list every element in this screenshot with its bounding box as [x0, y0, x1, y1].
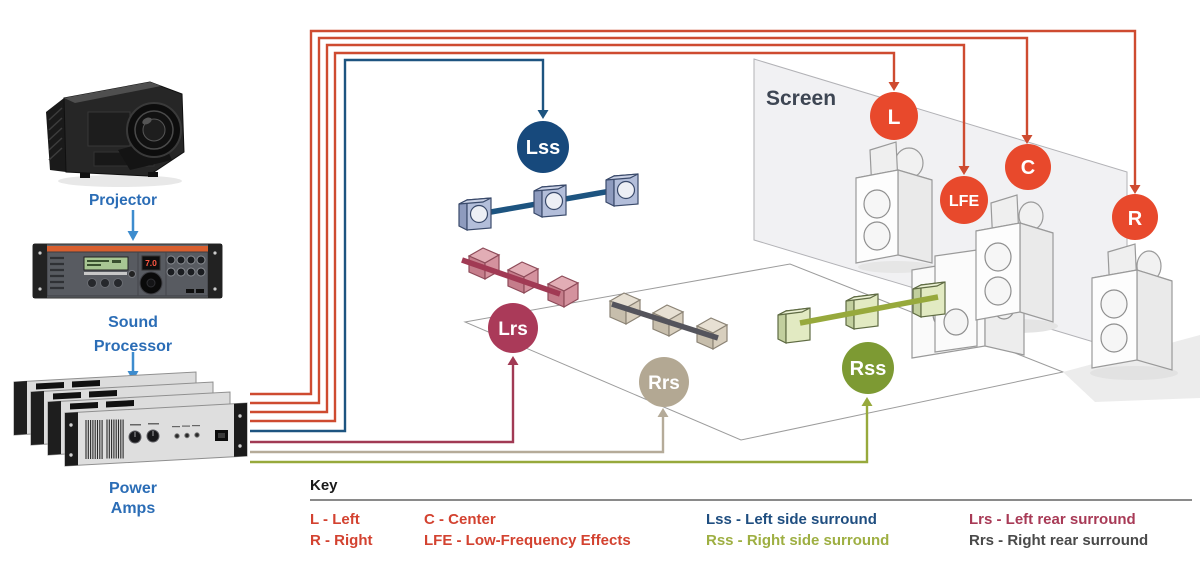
level-display — [141, 255, 161, 271]
lrs-speaker-line — [461, 257, 561, 297]
channel-badge-rrs: Rrs — [639, 357, 689, 407]
channel-badge-l: L — [870, 92, 918, 140]
driver — [863, 221, 891, 251]
driver — [1100, 289, 1128, 319]
wire-lrs-channel — [250, 356, 519, 444]
sound-processor-label-1: Sound — [108, 314, 158, 331]
wire-lss-channel — [250, 58, 549, 433]
arrowhead — [958, 166, 970, 175]
rrs-speaker-array — [608, 292, 729, 351]
rss-speaker-array — [777, 281, 946, 344]
speaker-left-cabinet — [855, 141, 933, 264]
sound-processor-image: 7.0 — [32, 243, 223, 299]
wire-rss-channel — [250, 397, 873, 464]
driver — [984, 242, 1012, 272]
wire-lfe-channel — [250, 43, 970, 414]
power-amps-label-2: Amps — [111, 500, 156, 517]
key-entry-r: R - Right — [310, 532, 373, 549]
sound-processor-label-2: Processor — [94, 338, 172, 355]
power-amps-label-1: Power — [109, 480, 157, 497]
channel-badge-lss: Lss — [517, 121, 569, 173]
key-title: Key — [310, 477, 338, 494]
r-badge-label: R — [1128, 208, 1143, 230]
key-entry-lss: Lss - Left side surround — [706, 511, 877, 528]
key-entry-lfe: LFE - Low-Frequency Effects — [424, 532, 631, 549]
lrs-badge-label: Lrs — [498, 319, 528, 340]
rss-badge-label: Rss — [850, 358, 887, 380]
arrowhead — [1129, 185, 1141, 194]
shadow — [1090, 366, 1178, 380]
speaker-right-cabinet — [1091, 243, 1173, 371]
arrowhead — [537, 110, 549, 119]
channel-badge-c: C — [1005, 144, 1051, 190]
arrowhead — [507, 356, 519, 365]
projector-image — [46, 81, 185, 187]
key-column-rear-surround: Lrs - Left rear surround Rrs - Right rea… — [969, 509, 1148, 551]
key-column-center-lfe: C - Center LFE - Low-Frequency Effects — [424, 509, 631, 551]
channel-badge-lrs: Lrs — [488, 303, 538, 353]
arrowhead — [657, 408, 669, 417]
rrs-speaker-line — [611, 301, 719, 341]
key-entry-rrs: Rrs - Right rear surround — [969, 532, 1149, 549]
lfe-subwoofer — [934, 249, 978, 353]
l-badge-label: L — [888, 106, 901, 129]
arrowhead — [1021, 135, 1033, 144]
channel-badge-rss: Rss — [842, 342, 894, 394]
driver — [863, 189, 891, 219]
channel-badge-lfe: LFE — [940, 176, 988, 224]
key-grid: L - Left R - Right C - Center LFE - Low-… — [310, 509, 1192, 555]
power-amps-image — [13, 371, 248, 467]
wire-right-channel — [250, 29, 1141, 396]
lrs-speaker-array — [461, 247, 580, 309]
channel-badge-r: R — [1112, 194, 1158, 240]
key-entry-lrs: Lrs - Left rear surround — [969, 511, 1136, 528]
projector-label: Projector — [89, 192, 157, 209]
lcd-display — [83, 256, 129, 271]
key-divider — [310, 499, 1192, 501]
key-column-side-surround: Lss - Left side surround Rss - Right sid… — [706, 509, 889, 551]
driver — [984, 276, 1012, 306]
arrowhead — [861, 397, 873, 406]
rrs-badge-label: Rrs — [648, 373, 680, 394]
level-display-value: 7.0 — [145, 258, 157, 268]
key-column-screen-lr: L - Left R - Right — [310, 509, 372, 551]
key-legend: Key L - Left R - Right C - Center LFE - … — [310, 477, 1192, 555]
lfe-badge-label: LFE — [949, 193, 980, 210]
key-entry-c: C - Center — [424, 511, 496, 528]
screen-label: Screen — [766, 87, 836, 110]
rss-speaker-line — [799, 294, 939, 326]
driver — [1100, 323, 1128, 353]
lss-badge-label: Lss — [526, 137, 560, 159]
key-entry-rss: Rss - Right side surround — [706, 532, 890, 549]
key-entry-l: L - Left — [310, 511, 360, 528]
lss-speaker-array — [458, 173, 639, 231]
wire-rrs-channel — [250, 408, 669, 454]
c-badge-label: C — [1021, 157, 1035, 179]
wire-left-channel — [250, 51, 900, 423]
flow-arrow-down — [127, 210, 139, 241]
wire-center-channel — [250, 36, 1033, 405]
speaker-center-cabinet — [975, 194, 1054, 323]
arrowhead — [888, 82, 900, 91]
